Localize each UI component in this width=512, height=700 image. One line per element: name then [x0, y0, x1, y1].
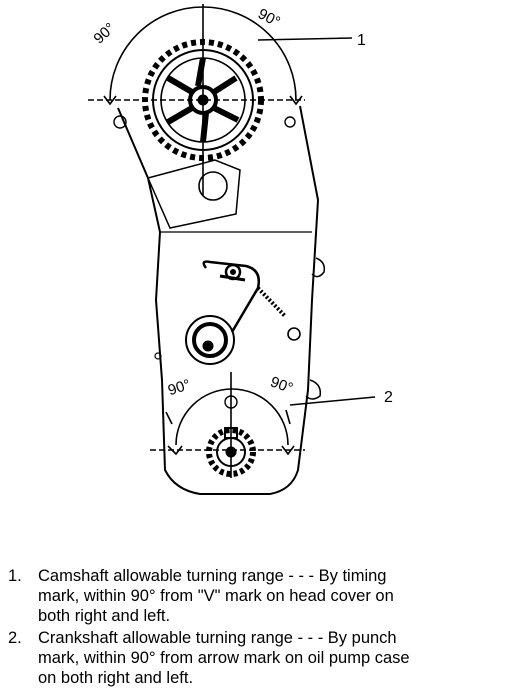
legend-line: mark, within 90° from "V" mark on head c…: [38, 587, 394, 605]
legend-text: Crankshaft allowable turning range - - -…: [38, 628, 508, 688]
legend-line: both right and left.: [38, 607, 171, 625]
legend-item-camshaft: 1. Camshaft allowable turning range - - …: [8, 566, 508, 626]
legend-text: Camshaft allowable turning range - - - B…: [38, 566, 508, 626]
legend-item-crankshaft: 2. Crankshaft allowable turning range - …: [8, 628, 508, 688]
cam-left-angle: 90°: [90, 20, 118, 48]
camshaft-range-arc: [88, 4, 353, 196]
legend-line: Crankshaft allowable turning range - - -…: [38, 629, 397, 647]
timing-cover-outline: [113, 105, 326, 495]
legend: 1. Camshaft allowable turning range - - …: [8, 566, 508, 690]
crankshaft-sprocket: [175, 388, 289, 477]
crank-right-angle: 90°: [268, 373, 295, 397]
callout-2: 2: [384, 389, 393, 406]
legend-line: mark, within 90° from arrow mark on oil …: [38, 649, 410, 667]
callout-1: 1: [357, 32, 366, 49]
legend-number: 1.: [8, 567, 22, 585]
crankshaft-range-arc: [150, 372, 376, 478]
legend-line: on both right and left.: [38, 669, 194, 687]
cam-right-angle: 90°: [255, 5, 283, 31]
timing-belt-diagram: 90° 90° 1 90° 90° 2: [88, 4, 393, 495]
legend-number: 2.: [8, 629, 22, 647]
legend-line: Camshaft allowable turning range - - - B…: [38, 567, 387, 585]
tensioner-assembly: [185, 260, 301, 365]
crank-left-angle: 90°: [166, 376, 193, 399]
